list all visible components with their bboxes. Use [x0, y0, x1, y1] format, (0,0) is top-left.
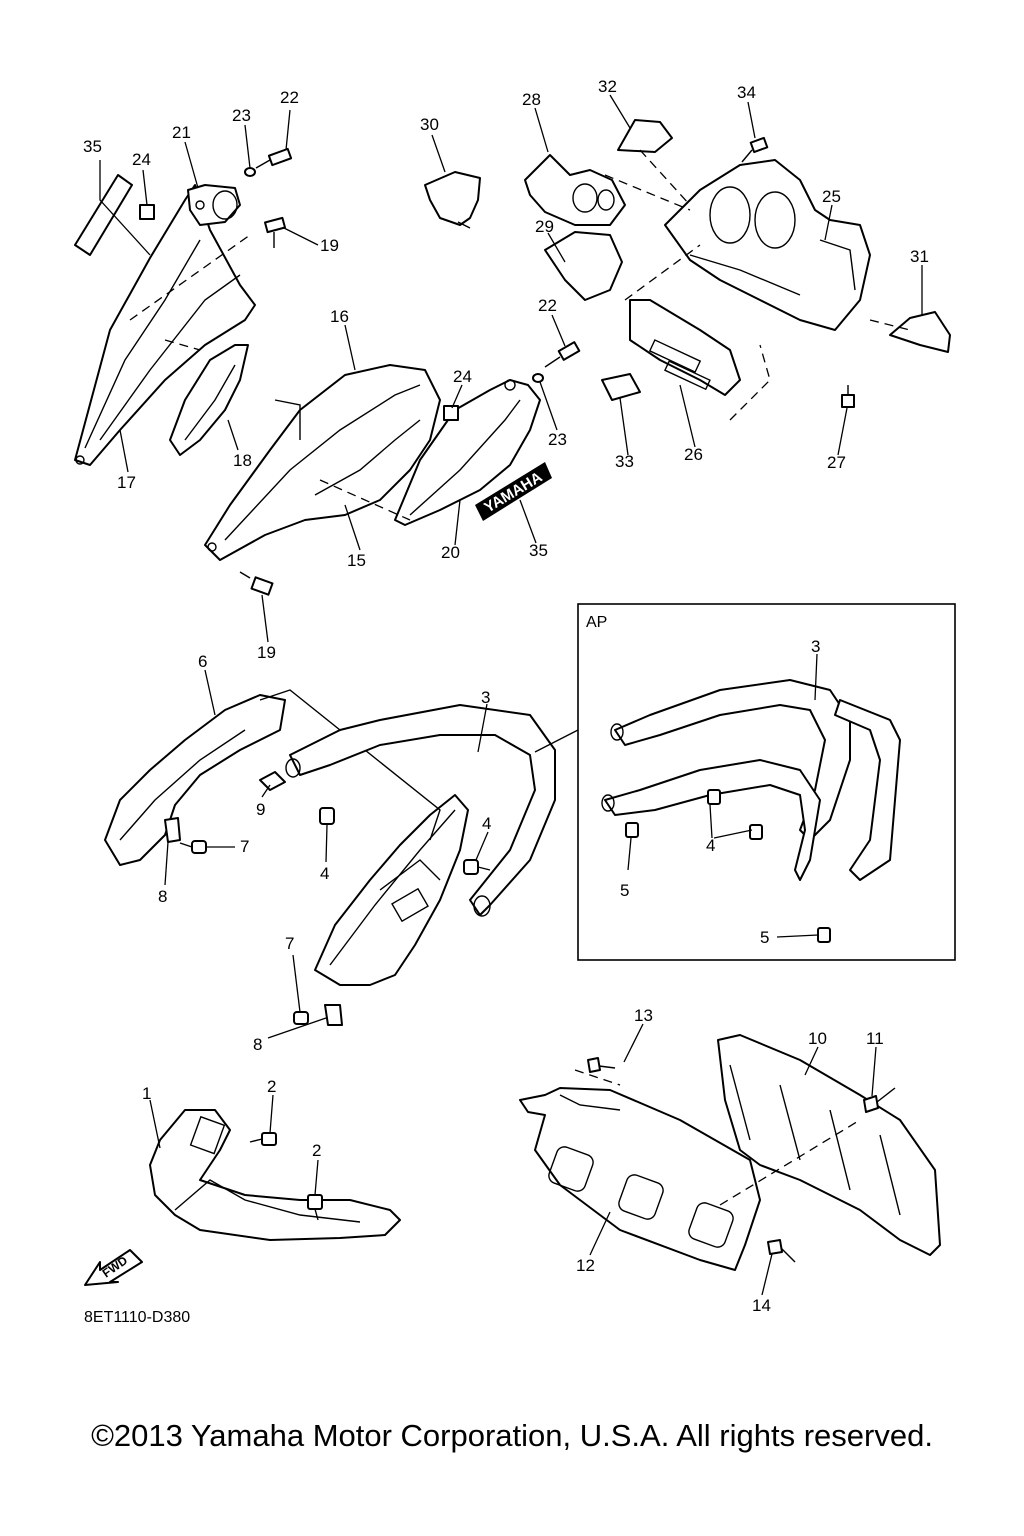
bolt-7-upper: [179, 840, 207, 854]
callout-17: 17: [117, 473, 136, 492]
bolt-4-left: [319, 807, 335, 825]
screw-34: [741, 136, 769, 163]
diagram-code: 8ET1110-D380: [84, 1309, 190, 1326]
callout-24: 24: [132, 150, 151, 169]
callout-3: 3: [481, 688, 490, 707]
bracket-26: [629, 299, 741, 396]
bolt-7-lower: [293, 1011, 309, 1025]
pad-33: [601, 373, 641, 401]
inset-label: AP: [586, 614, 607, 631]
cover-29: [544, 231, 623, 301]
callout-30: 30: [420, 115, 439, 134]
callout-2: 2: [312, 1141, 321, 1160]
sticker-35-left: [74, 174, 133, 256]
callout-27: 27: [827, 453, 846, 472]
callout-13: 13: [634, 1006, 653, 1025]
nut-24-left: [139, 204, 155, 220]
callout-8: 8: [253, 1035, 262, 1054]
callout-24: 24: [453, 367, 472, 386]
washer-23-left: [244, 167, 256, 177]
callout-18: 18: [233, 451, 252, 470]
callout-35: 35: [83, 137, 102, 156]
side-panel-right: [314, 794, 469, 986]
callout-15: 15: [347, 551, 366, 570]
callout-numbers: 35 24 21 23 22 19 17 18 16 24 15 20 35 2…: [83, 77, 929, 1315]
clip-8-upper: [164, 817, 181, 843]
screw-19-top: [264, 216, 286, 248]
clip-8-lower: [324, 1004, 343, 1026]
washer-23-center: [532, 373, 544, 383]
bracket-28: [524, 154, 626, 226]
mount-10: [717, 1034, 941, 1256]
lower-bumper-1: [149, 1109, 401, 1241]
callout-9: 9: [256, 800, 265, 819]
hood-16: [204, 364, 441, 561]
rivet-14: [767, 1239, 796, 1263]
callout-16: 16: [330, 307, 349, 326]
callout-21: 21: [172, 123, 191, 142]
panel-18: [169, 344, 249, 456]
callout-11: 11: [866, 1029, 884, 1048]
copyright-notice: ©2013 Yamaha Motor Corporation, U.S.A. A…: [91, 1418, 933, 1453]
bracket-21: [187, 184, 241, 226]
callout-20: 20: [441, 543, 460, 562]
screw-2-upper: [249, 1132, 277, 1146]
cover-30: [424, 171, 481, 229]
screw-27: [841, 385, 855, 408]
callout-12: 12: [576, 1256, 595, 1275]
callout-22: 22: [538, 296, 557, 315]
callout-7: 7: [285, 934, 294, 953]
callout-35: 35: [529, 541, 548, 560]
callout-6: 6: [198, 652, 207, 671]
cover-31: [889, 311, 951, 353]
rivet-13: [587, 1057, 616, 1073]
rivet-11: [863, 1087, 896, 1113]
callout-19: 19: [257, 643, 276, 662]
callout-23: 23: [232, 106, 251, 125]
callout-22: 22: [280, 88, 299, 107]
clip-9: [259, 771, 286, 791]
skid-plate-12: [519, 1087, 761, 1271]
callout-34: 34: [737, 83, 756, 102]
callout-10: 10: [808, 1029, 827, 1048]
fwd-arrow: FWD: [84, 1249, 143, 1286]
callout-23: 23: [548, 430, 567, 449]
callout-1: 1: [142, 1084, 151, 1103]
callout-4: 4: [706, 836, 715, 855]
callout-33: 33: [615, 452, 634, 471]
callout-25: 25: [822, 187, 841, 206]
callout-29: 29: [535, 217, 554, 236]
nut-24-center: [443, 405, 459, 421]
callout-28: 28: [522, 90, 541, 109]
bumper-frame-3: [285, 704, 556, 917]
callout-31: 31: [910, 247, 929, 266]
leader-lines: [99, 94, 923, 1296]
callout-5: 5: [620, 881, 629, 900]
callout-32: 32: [598, 77, 617, 96]
callout-5: 5: [760, 928, 769, 947]
side-panel-6: [104, 694, 286, 866]
callout-4: 4: [482, 814, 491, 833]
callout-2: 2: [267, 1077, 276, 1096]
instrument-panel-25: [664, 159, 871, 331]
side-cowl-left: [74, 184, 256, 466]
callout-26: 26: [684, 445, 703, 464]
screw-19-bottom: [239, 571, 274, 596]
bolt-4-right: [463, 859, 491, 875]
callout-8: 8: [158, 887, 167, 906]
callout-14: 14: [752, 1296, 771, 1315]
callout-4: 4: [320, 864, 329, 883]
callout-7: 7: [240, 837, 249, 856]
screw-22-left: [255, 147, 293, 169]
callout-3: 3: [811, 637, 820, 656]
screw-22-center: [544, 341, 581, 368]
cover-32: [617, 119, 673, 153]
inset-ap-box: AP: [534, 603, 956, 961]
callout-19: 19: [320, 236, 339, 255]
